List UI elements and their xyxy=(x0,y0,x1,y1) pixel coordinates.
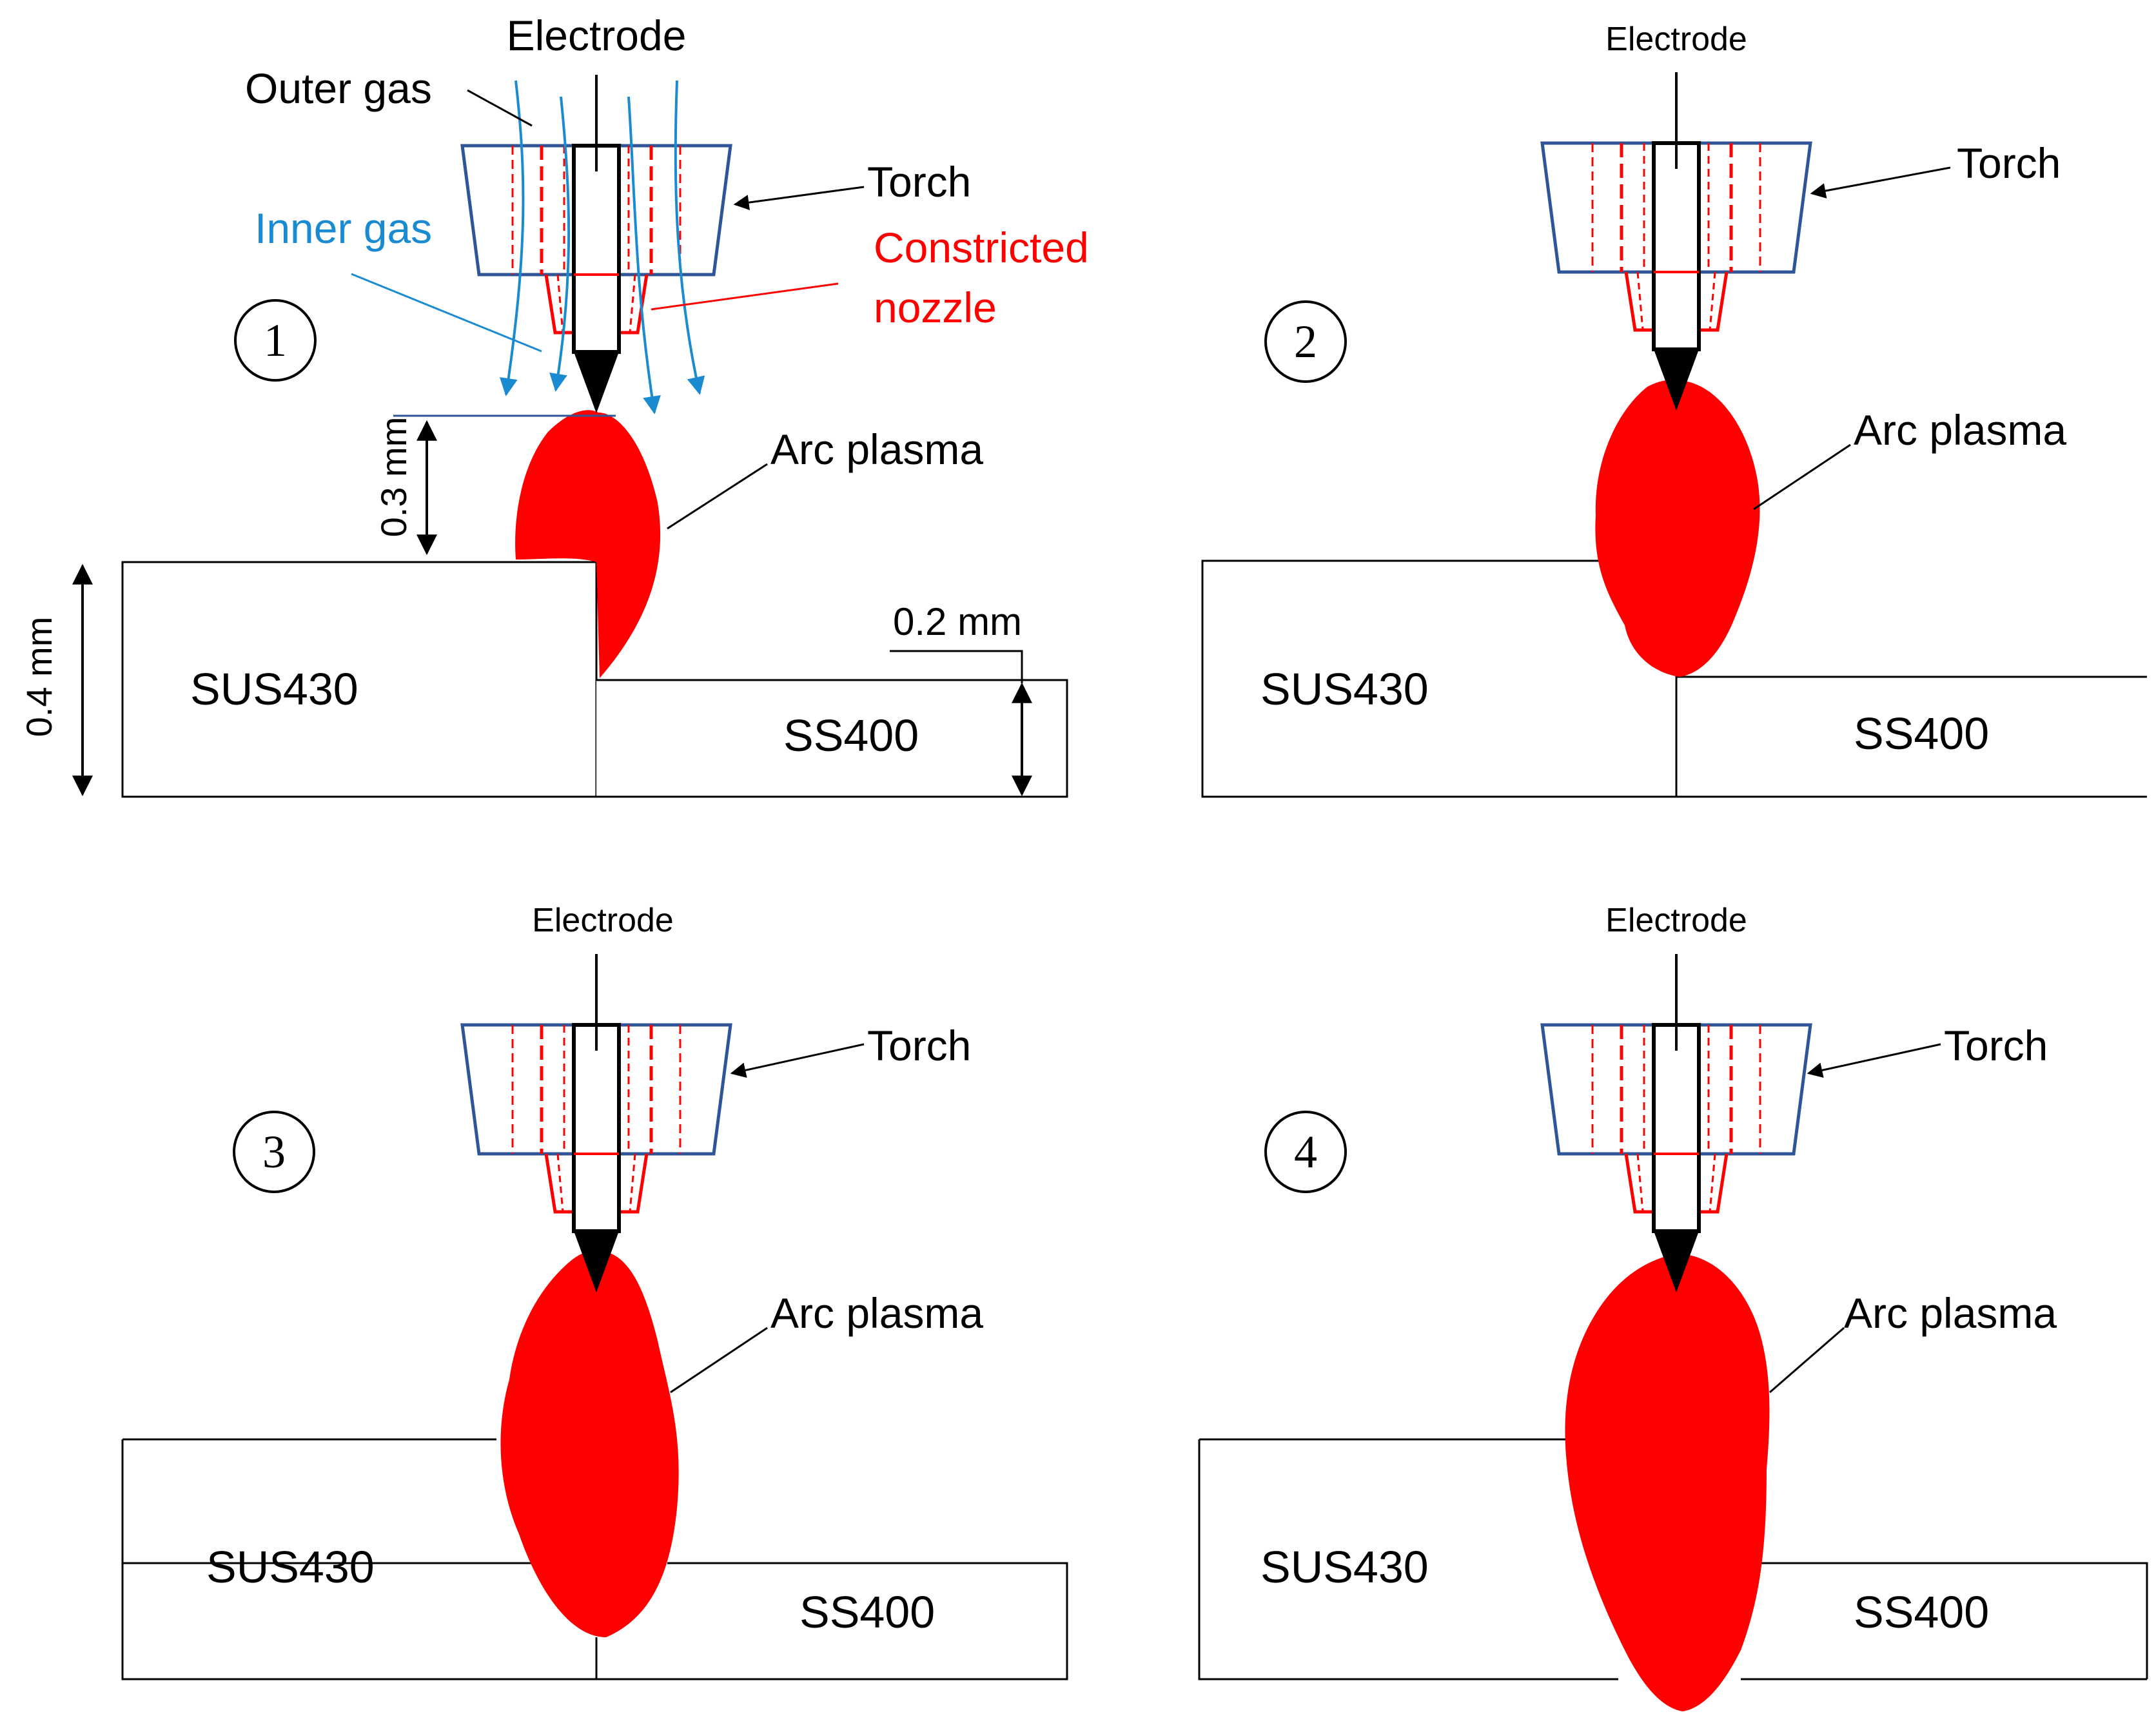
constricted-label: Constricted xyxy=(874,224,1089,271)
step-leader-line xyxy=(890,650,1023,683)
step-number: 4 xyxy=(1294,1126,1317,1178)
arc-plasma xyxy=(1595,380,1760,677)
electrode-label: Electrode xyxy=(1605,902,1747,939)
arc-plasma xyxy=(515,410,661,678)
nozzle-leader xyxy=(651,282,839,311)
step-number-circle xyxy=(233,1111,315,1193)
torch-leader xyxy=(733,186,865,211)
arc-leader xyxy=(667,463,768,530)
ss400-plate xyxy=(1760,1562,2148,1679)
step-number-circle xyxy=(1264,1111,1347,1193)
panel-4: Electrode Torch Arc plasma SUS430 SS400 … xyxy=(1198,902,2148,1711)
panel-2: Electrode Torch Arc plasma SUS430 SS400 … xyxy=(1201,21,2147,798)
step-number: 3 xyxy=(262,1126,286,1178)
arc-plasma-label: Arc plasma xyxy=(1844,1289,2057,1337)
panel-1: 0.3 mm 0.4 mm 0.2 mm Electrode Outer gas… xyxy=(19,12,1089,798)
torch-leader xyxy=(1807,1043,1941,1078)
sus430-plate xyxy=(1198,1438,2147,1680)
sus430-label: SUS430 xyxy=(190,664,358,714)
electrode-label: Electrode xyxy=(1605,21,1747,58)
arc-plasma-label: Arc plasma xyxy=(770,425,983,473)
arc-plasma xyxy=(500,1251,679,1637)
ss400-label: SS400 xyxy=(799,1587,935,1637)
inner-gas-leader xyxy=(351,273,542,353)
gap-dimension-label: 0.3 mm xyxy=(373,417,414,538)
torch-label: Torch xyxy=(1957,139,2061,187)
arc-leader xyxy=(670,1327,768,1394)
nozzle-label: nozzle xyxy=(874,284,997,331)
inner-gas-label: Inner gas xyxy=(255,204,432,252)
torch-assembly xyxy=(462,75,730,413)
arc-plasma-label: Arc plasma xyxy=(1854,406,2066,454)
torch-leader xyxy=(1810,166,1951,199)
panel-3: Electrode Torch Arc plasma SUS430 SS400 … xyxy=(121,902,1068,1680)
ss400-plate xyxy=(1676,676,2147,798)
outer-gas-label: Outer gas xyxy=(245,64,432,112)
sus430-label: SUS430 xyxy=(206,1542,375,1592)
ss400-plate xyxy=(596,679,1068,798)
sus430-label: SUS430 xyxy=(1260,664,1429,714)
torch-assembly xyxy=(1542,954,1810,1292)
torch-label: Torch xyxy=(1944,1022,2048,1069)
outer-gas-leader xyxy=(467,89,533,127)
electrode-label: Electrode xyxy=(532,902,674,939)
arc-plasma-label: Arc plasma xyxy=(770,1289,983,1337)
arc-plasma xyxy=(1565,1254,1770,1711)
torch-assembly xyxy=(462,954,730,1292)
torch-label: Torch xyxy=(867,1022,971,1069)
ss400-plate xyxy=(121,1562,1068,1680)
sus430-label: SUS430 xyxy=(1260,1542,1429,1592)
step-number-circle xyxy=(234,299,317,382)
torch-label: Torch xyxy=(867,158,971,206)
torch-leader xyxy=(730,1043,865,1078)
step-number: 1 xyxy=(264,315,287,366)
gas-flow-arrows xyxy=(499,80,705,414)
ss400-label: SS400 xyxy=(1854,1587,1989,1637)
torch-assembly xyxy=(1542,72,1810,411)
arc-leader xyxy=(1769,1327,1845,1394)
electrode-label: Electrode xyxy=(507,12,687,59)
ss400-label: SS400 xyxy=(783,710,919,761)
thickness-dimension-label: 0.4 mm xyxy=(19,617,59,737)
step-number: 2 xyxy=(1294,316,1317,367)
ss400-label: SS400 xyxy=(1854,708,1989,759)
step-dimension-label: 0.2 mm xyxy=(893,600,1022,643)
step-number-circle xyxy=(1264,300,1347,383)
arc-leader xyxy=(1753,443,1851,511)
